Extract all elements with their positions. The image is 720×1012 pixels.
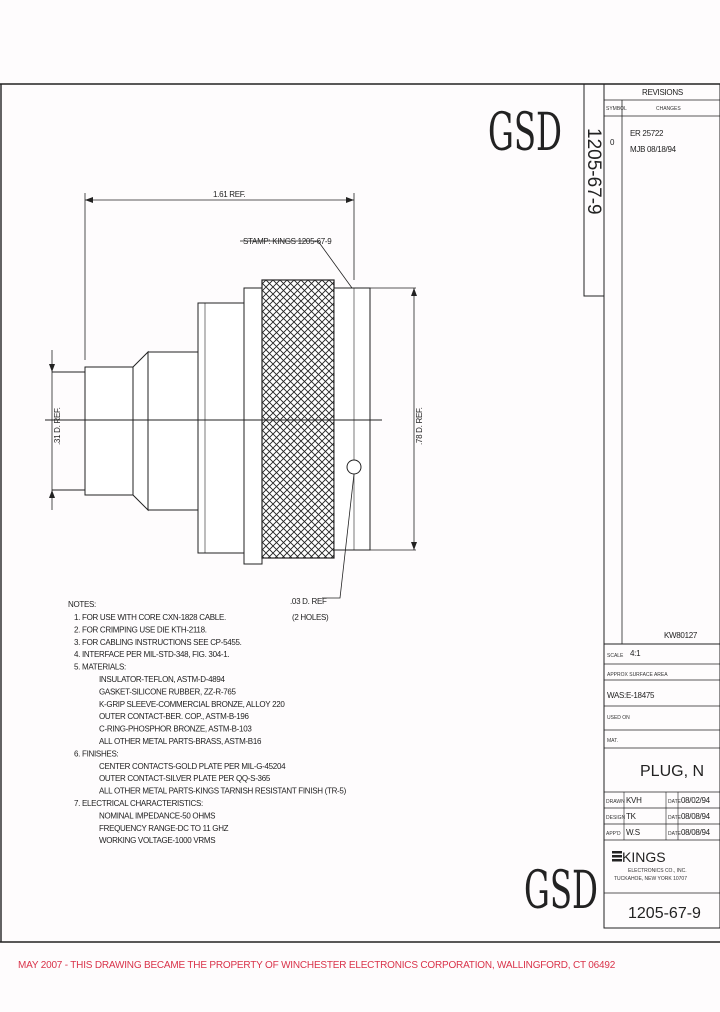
approx-area-label: APPROX SURFACE AREA (607, 672, 668, 678)
revision-ecn: ER 25722 (630, 129, 664, 138)
note-line: 6. FINISHES: (74, 749, 118, 758)
note-line: ALL OTHER METAL PARTS-KINGS TARNISH RESI… (99, 787, 347, 796)
approved-label: APP'D (606, 831, 621, 837)
notes-block: NOTES: 1. FOR USE WITH CORE CXN-1828 CABL… (68, 600, 347, 845)
note-line: 4. INTERFACE PER MIL-STD-348, FIG. 304-1… (74, 650, 229, 659)
drawing-title: PLUG, N (640, 763, 704, 780)
design-date-label: DATE (668, 815, 682, 821)
note-line: NOMINAL IMPEDANCE-50 OHMS (99, 811, 215, 820)
note-line: 5. MATERIALS: (74, 663, 126, 672)
gsd-logo-top: GSD (488, 103, 562, 163)
revisions-title: REVISIONS (642, 88, 683, 97)
title-block (603, 643, 720, 929)
ownership-footer: MAY 2007 - THIS DRAWING BECAME THE PROPE… (18, 960, 616, 971)
scale-value: 4:1 (630, 649, 641, 658)
note-line: 2. FOR CRIMPING USE DIE KTH-2118. (74, 625, 207, 634)
note-line: 3. FOR CABLING INSTRUCTIONS SEE CP-5455. (74, 638, 242, 647)
gsd-logo-bottom: GSD (524, 861, 598, 921)
drawn-by: KVH (626, 796, 642, 805)
note-line: GASKET-SILICONE RUBBER, ZZ-R-765 (99, 687, 237, 696)
length-dimension: 1.61 REF. (213, 190, 246, 199)
note-line: OUTER CONTACT-BER. COP., ASTM-B-196 (99, 712, 250, 721)
revisions-symbol-header: SYMBOL (606, 106, 627, 112)
revision-symbol: 0 (610, 138, 615, 147)
note-line: INSULATOR-TEFLON, ASTM-D-4894 (99, 675, 226, 684)
company-line-1: ELECTRONICS CO., INC. (628, 868, 687, 874)
drawn-date-label: DATE (668, 799, 682, 805)
revision-approval: MJB 08/18/94 (630, 145, 677, 154)
design-by: TK (626, 812, 637, 821)
large-diameter-dimension: .78 D. REF. (415, 407, 424, 445)
drawn-label: DRAWN (606, 799, 625, 805)
revisions-block: REVISIONS SYMBOL CHANGES 0 ER 25722 MJB … (603, 83, 720, 645)
note-line: 1. FOR USE WITH CORE CXN-1828 CABLE. (74, 613, 226, 622)
scale-label: SCALE (607, 653, 624, 659)
design-label: DESIGN (606, 815, 626, 821)
was-label: WAS: (607, 691, 626, 700)
dimension-lines (49, 193, 417, 599)
drawn-date: 08/02/94 (681, 796, 711, 805)
stamp-label: STAMP: KINGS 1205-67-9 (243, 237, 332, 246)
hole-dimension: .03 D. REF (290, 597, 327, 606)
company-name: KINGS (622, 849, 666, 865)
drawing-code: KW80127 (664, 631, 698, 640)
vertical-part-number: 1205-67-9 (583, 128, 604, 215)
notes-title: NOTES: (68, 600, 96, 609)
used-on-label: USED ON (607, 715, 630, 721)
design-date: 08/08/94 (681, 812, 711, 821)
note-line: 7. ELECTRICAL CHARACTERISTICS: (74, 799, 203, 808)
note-line: FREQUENCY RANGE-DC TO 11 GHZ (99, 824, 229, 833)
note-line: WORKING VOLTAGE-1000 VRMS (99, 836, 215, 845)
note-line: CENTER CONTACTS-GOLD PLATE PER MIL-G-452… (99, 762, 286, 771)
approved-by: W.S (626, 828, 640, 837)
note-line: OUTER CONTACT-SILVER PLATE PER QQ-S-365 (99, 774, 271, 783)
plug-drawing (45, 279, 416, 565)
was-value: E-18475 (626, 691, 655, 700)
part-number: 1205-67-9 (628, 905, 701, 922)
approved-date: 08/08/94 (681, 828, 711, 837)
kings-logo-icon (612, 851, 622, 862)
note-line: ALL OTHER METAL PARTS-BRASS, ASTM-B16 (99, 737, 262, 746)
small-diameter-dimension: .31 D. REF. (53, 407, 62, 445)
knurled-grip (261, 279, 335, 559)
material-label: MAT. (607, 738, 618, 744)
revisions-changes-header: CHANGES (656, 106, 681, 112)
company-line-2: TUCKAHOE, NEW YORK 10707 (614, 876, 687, 882)
approved-date-label: DATE (668, 831, 682, 837)
note-line: C-RING-PHOSPHOR BRONZE, ASTM-B-103 (99, 725, 252, 734)
note-line: K-GRIP SLEEVE-COMMERCIAL BRONZE, ALLOY 2… (99, 700, 285, 709)
hole-count: (2 HOLES) (292, 613, 329, 622)
